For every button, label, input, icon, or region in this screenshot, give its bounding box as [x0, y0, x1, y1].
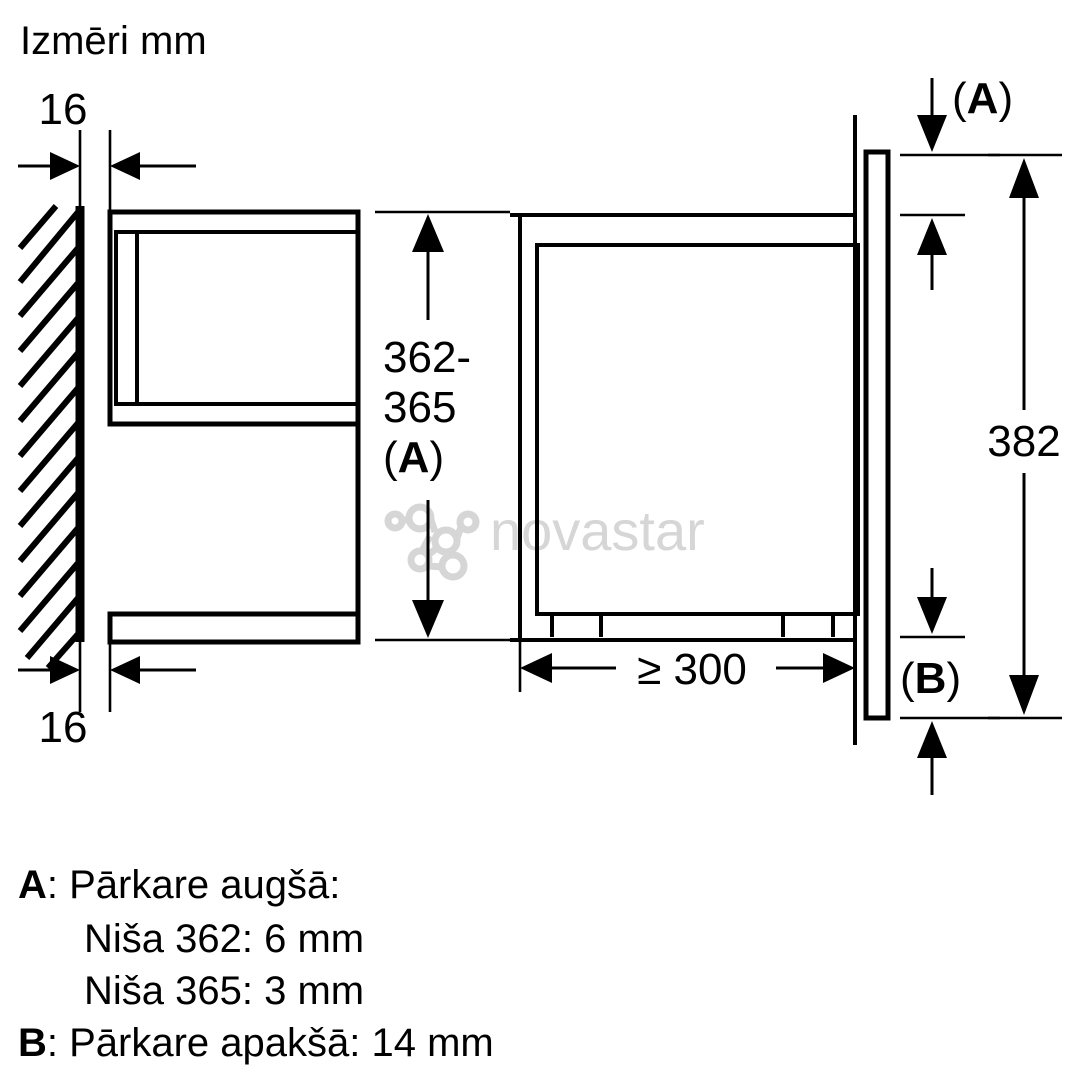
dimension-label-382: 382 — [987, 417, 1060, 466]
right-front-section-view: ≥ 300 (A) (B) — [510, 74, 1062, 795]
arrow-head-up-382 — [1009, 158, 1039, 198]
legend-a-line-2: Niša 365: 3 mm — [84, 969, 364, 1013]
cabinet-bottom-shelf — [107, 611, 361, 645]
wall-hatching — [17, 204, 81, 670]
watermark-group: novastar — [384, 499, 705, 581]
arrow-head-right-depth — [823, 653, 855, 683]
dimension-min-depth: ≥ 300 — [518, 640, 857, 694]
arrow-head-down-niche — [412, 600, 444, 638]
door-front-panel — [863, 149, 891, 721]
arrow-head-right-bottom — [50, 656, 80, 684]
legend-a-title: : Pārkare augšā: — [47, 863, 341, 907]
dimension-ref-a-center: (A) — [383, 433, 444, 482]
legend-a-key: A — [18, 863, 47, 907]
arrow-head-right-top — [50, 152, 80, 180]
legend-b-row: B: Pārkare apakšā: 14 mm — [18, 1021, 494, 1065]
arrow-head-up-niche — [412, 214, 444, 252]
legend-b-key: B — [18, 1021, 47, 1065]
left-side-view: 16 16 — [17, 85, 361, 752]
dimension-ref-a-label: (A) — [952, 74, 1013, 123]
arrow-head-down-b — [917, 597, 947, 634]
dimension-label-niche-height: 362- — [383, 333, 471, 382]
page-title: Izmēri mm — [20, 19, 207, 63]
dimension-16-bottom: 16 — [18, 640, 196, 752]
arrow-head-left-top — [110, 152, 140, 180]
legend-a-row: A: Pārkare augšā: — [18, 863, 340, 907]
dimension-16-top: 16 — [18, 85, 196, 215]
dimension-label-niche-height-cont: 365 — [383, 383, 456, 432]
dimension-total-height: 382 — [987, 153, 1062, 720]
dimension-label-16-bottom: 16 — [39, 703, 88, 752]
legend-block: A: Pārkare augšā: Niša 362: 6 mm Niša 36… — [18, 863, 494, 1065]
cabinet-top-inner-outline — [114, 230, 360, 406]
legend-b-text: : Pārkare apakšā: 14 mm — [47, 1021, 494, 1065]
dimension-ref-b-bottom: (B) — [900, 568, 1000, 795]
arrow-head-down-382 — [1009, 675, 1039, 715]
dimension-label-min-depth: ≥ 300 — [637, 645, 747, 694]
dimension-niche-height: 362- 365 (A) — [375, 210, 510, 642]
dimension-ref-a-top: (A) — [900, 74, 1013, 290]
appliance-body-outline — [535, 243, 860, 616]
dimension-label-16-top: 16 — [39, 85, 88, 134]
arrow-head-up-b — [917, 721, 947, 758]
arrow-head-left-depth — [520, 653, 552, 683]
arrow-head-up-a — [917, 218, 947, 255]
legend-a-line-1: Niša 362: 6 mm — [84, 917, 364, 961]
arrow-head-down-a — [917, 115, 947, 152]
dimension-ref-b-label: (B) — [900, 654, 961, 703]
arrow-head-left-bottom — [110, 656, 140, 684]
watermark-label: novastar — [490, 499, 705, 562]
